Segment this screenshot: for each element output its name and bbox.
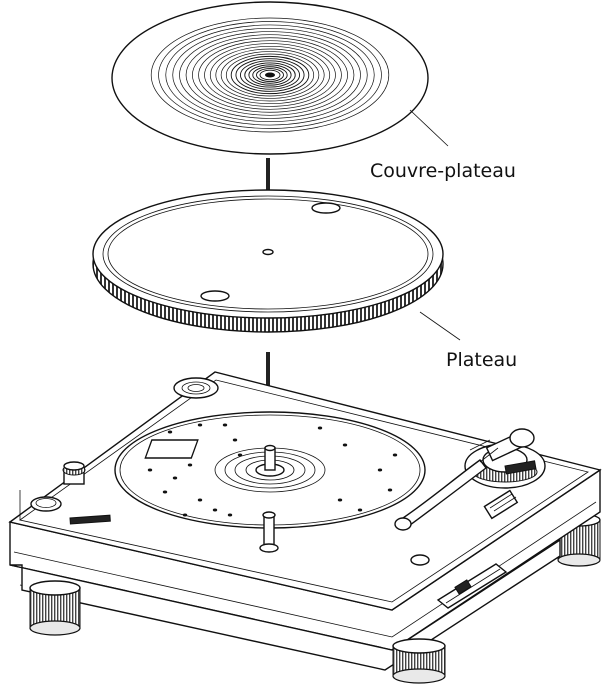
mat-groove (252, 66, 288, 84)
mat-center-hole (265, 72, 275, 78)
base-dot (212, 508, 218, 512)
mat-groove (209, 45, 331, 105)
pitch-slider (436, 563, 508, 609)
mat-groove (204, 43, 336, 107)
base-dots (147, 423, 398, 517)
platter (92, 189, 444, 333)
power-knob (62, 461, 86, 485)
slip-mat (111, 1, 429, 155)
pitch-buttons (483, 489, 519, 520)
mat-groove (179, 31, 361, 119)
base-dot (182, 513, 188, 517)
base-dot (392, 453, 398, 457)
base-dot (162, 490, 168, 494)
base-dot (227, 513, 233, 517)
base-dot (237, 453, 243, 457)
foot (392, 638, 446, 684)
mat-leader-line (409, 109, 449, 147)
base-dot (197, 423, 203, 427)
start-stop-button (30, 496, 62, 512)
platter-leader-line (419, 311, 461, 341)
mat-groove (165, 24, 375, 126)
mat-groove (198, 40, 342, 110)
adapter-holder (173, 377, 219, 399)
pitch-reset-button (410, 554, 430, 566)
mat-groove (220, 51, 320, 99)
base-dot (167, 430, 173, 434)
mat-groove (172, 27, 368, 123)
base-dot (342, 443, 348, 447)
platter-label: Plateau (446, 349, 517, 371)
mat-groove (235, 58, 305, 92)
mat-groove (150, 17, 390, 133)
base-dot (172, 476, 178, 480)
mat-groove (248, 64, 292, 86)
mat-groove (192, 37, 348, 113)
spindle (264, 444, 276, 471)
tonearm (394, 428, 546, 531)
mat-groove (225, 53, 315, 97)
strobe-plate (144, 439, 199, 459)
foot (29, 580, 81, 636)
mat-groove (239, 60, 300, 90)
base-dot (187, 463, 193, 467)
mat-groove (158, 21, 382, 129)
speed-buttons (69, 514, 111, 525)
platter-hole (200, 290, 230, 302)
turntable-deck (8, 371, 602, 684)
mat-groove (259, 69, 281, 81)
mat-groove (244, 62, 296, 88)
base-dot (147, 468, 153, 472)
platter-spindle-hole (262, 248, 274, 256)
mat-rings (150, 17, 390, 133)
base-dot (377, 468, 383, 472)
base-dot (317, 426, 323, 430)
base-dot (197, 498, 203, 502)
target-light (259, 511, 279, 553)
mat-groove (185, 34, 355, 116)
mat-groove (256, 68, 284, 82)
base-dot (222, 423, 228, 427)
mat-label: Couvre-plateau (370, 160, 516, 182)
mat-groove (230, 55, 310, 95)
platter-hole (311, 202, 341, 214)
base-dot (387, 488, 393, 492)
base-dot (357, 508, 363, 512)
mat-groove (215, 48, 325, 102)
base-dot (232, 438, 238, 442)
base-dot (337, 498, 343, 502)
